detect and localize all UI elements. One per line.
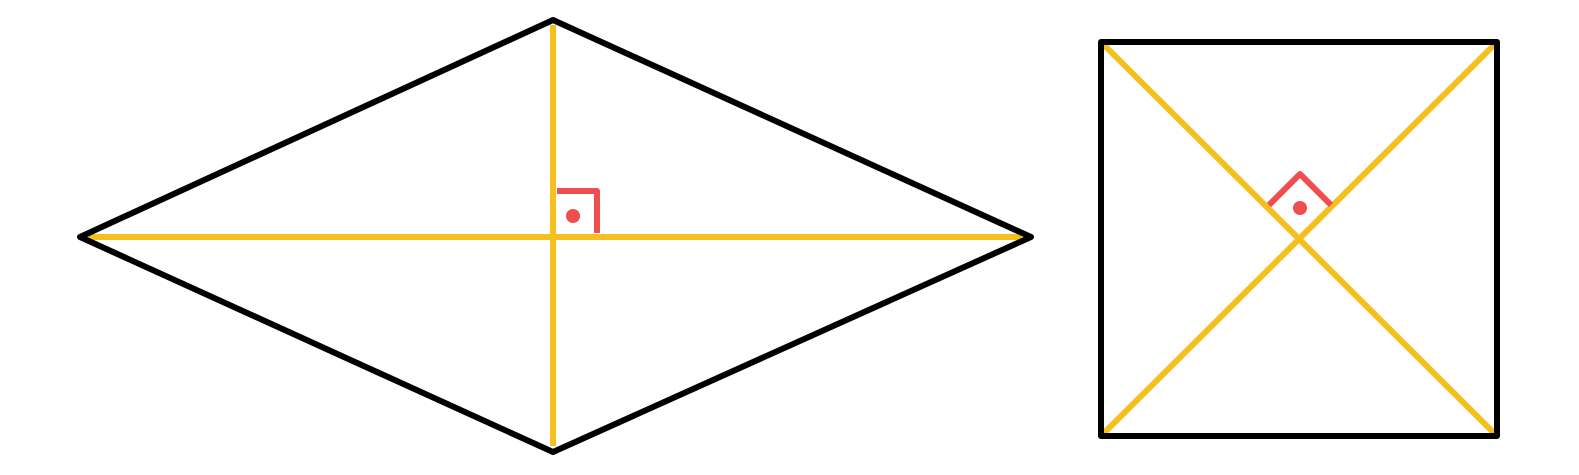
square-right-angle-dot	[1293, 201, 1307, 215]
rhombus-figure	[77, 17, 1034, 455]
rhombus-right-angle-marker	[557, 188, 600, 233]
square-right-angle-marker	[1266, 171, 1334, 208]
square-diagonal-2	[1101, 42, 1497, 436]
square-outline	[1098, 39, 1500, 439]
rhombus-right-angle-dot	[566, 209, 580, 223]
square-figure	[1098, 39, 1500, 439]
rhombus-outline	[77, 17, 1034, 455]
